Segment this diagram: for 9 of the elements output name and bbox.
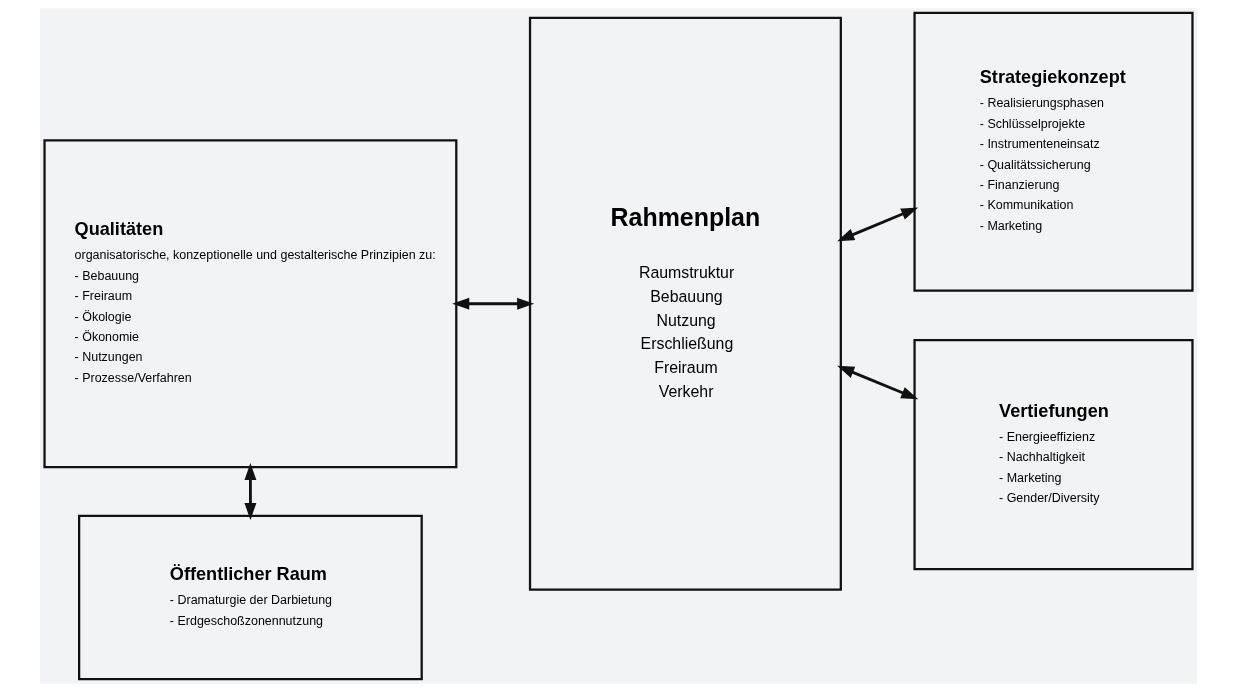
arrow [243, 463, 256, 521]
arrow [451, 297, 534, 310]
node-box: Strategiekonzept - Realisierungsphasen - Schlüsselprojekte - Instrumenteneinsatz - Qualitätssicherung - Finanzierung - Kommunikation - Marketing [912, 11, 1194, 292]
arrow [836, 207, 918, 242]
arrow [836, 365, 918, 400]
node-box: Vertiefungen - Energieeffizienz - Nachhaltigkeit - Marketing - Gender/Diversity [912, 338, 1194, 571]
node-box: Qualitäten organisatorische, konzeptionelle und gestalterische Prinzipien zu: - Bebauung - Freiraum - Ökologie - Ökonomie - Nutzungen - Prozesse/Verfahren [42, 139, 457, 469]
node-box: Rahmenplan Raumstruktur Bebauung Nutzung Erschließung Freiraum Verkehr [528, 16, 842, 591]
node-box: Öffentlicher Raum - Dramaturgie der Darbietung - Erdgeschoßzonennutzung [77, 514, 423, 681]
